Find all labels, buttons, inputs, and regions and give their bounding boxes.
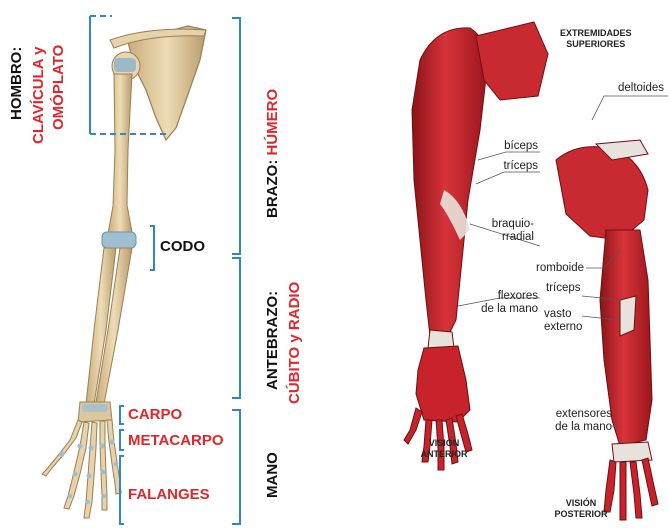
muscle-title-line1: EXTREMIDADES	[560, 28, 632, 39]
braquio-line1: braquio-	[472, 218, 534, 231]
anterior-arm	[404, 22, 548, 470]
romboide-label: romboide	[500, 262, 584, 275]
vision-anterior-line1: VISIÓN	[420, 438, 468, 449]
vision-anterior-caption: VISIÓN ANTERIOR	[420, 438, 468, 460]
vasto-line1: vasto	[544, 308, 582, 321]
flexores-label: flexores de la mano	[462, 290, 538, 316]
triceps-front-label: tríceps	[486, 160, 538, 173]
extensores-line2: de la mano	[532, 421, 612, 434]
biceps-label: bíceps	[486, 140, 538, 153]
vision-posterior-caption: VISIÓN POSTERIOR	[552, 498, 610, 520]
vision-anterior-line2: ANTERIOR	[420, 449, 468, 460]
braquio-line2: rradial	[472, 231, 534, 244]
vasto-externo-label: vasto externo	[544, 308, 582, 334]
flexores-line1: flexores	[462, 290, 538, 303]
extensores-label: extensores de la mano	[532, 408, 612, 434]
braquiorradial-label: braquio- rradial	[472, 218, 534, 244]
flexores-line2: de la mano	[462, 303, 538, 316]
muscle-title-line2: SUPERIORES	[560, 39, 632, 50]
deltoides-label: deltoides	[618, 82, 664, 95]
muscle-title: EXTREMIDADES SUPERIORES	[560, 28, 632, 50]
vision-posterior-line2: POSTERIOR	[552, 509, 610, 520]
vision-posterior-line1: VISIÓN	[552, 498, 610, 509]
triceps-back-label: tríceps	[546, 282, 581, 295]
extensores-line1: extensores	[532, 408, 612, 421]
vasto-line2: externo	[544, 321, 582, 334]
